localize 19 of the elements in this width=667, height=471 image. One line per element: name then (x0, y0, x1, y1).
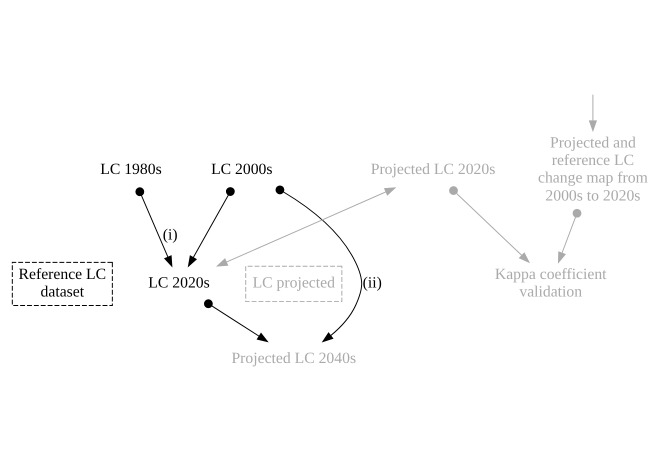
node-box: LC projected (245, 266, 342, 302)
arrow (449, 186, 530, 264)
node-text: Kappa coefficient validation (494, 266, 607, 300)
node-text: LC 2020s (148, 274, 210, 292)
node-text: Projected and reference LC change map from 2000s to 2020s (538, 134, 648, 204)
arrow (558, 208, 582, 264)
edge-label: (i) (162, 226, 178, 244)
arrow (588, 94, 598, 132)
arrow (276, 186, 362, 343)
node-text: LC 2000s (211, 160, 273, 178)
edge-label: (ii) (362, 274, 382, 292)
arrow (216, 187, 396, 267)
node-text: Projected LC 2040s (231, 350, 356, 368)
arrow (135, 187, 172, 268)
node-text: Projected LC 2020s (370, 160, 496, 178)
node-box: Reference LC dataset (12, 262, 113, 306)
arrow (188, 187, 235, 268)
arrow (204, 299, 269, 342)
node-text: LC 1980s (100, 160, 162, 178)
